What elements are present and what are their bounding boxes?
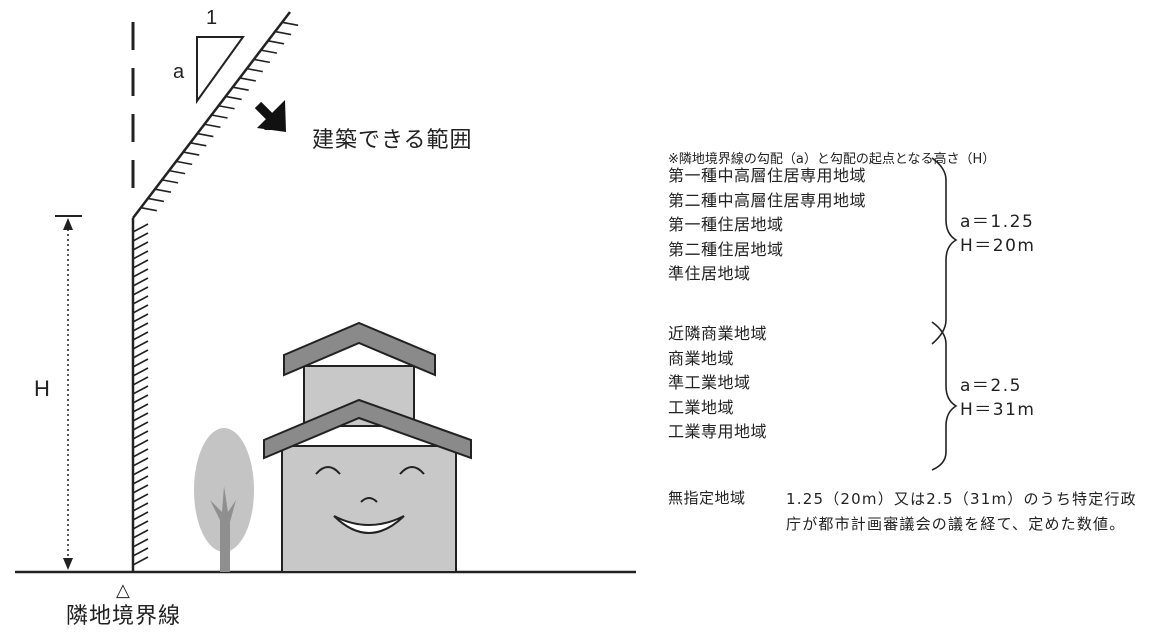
slope-hatch-mark [211, 114, 228, 119]
wall-hatch-mark [132, 277, 149, 287]
slope-hatch-mark [260, 49, 278, 54]
zone-item: 準住居地域 [668, 264, 751, 283]
wall-hatch-mark [132, 556, 149, 566]
arrow-icon [254, 100, 286, 132]
wall-hatch-mark [132, 475, 149, 485]
legend-braces [931, 157, 958, 471]
slope-hatch-mark [161, 179, 179, 184]
zone-item: 第一種中高層住居専用地域 [668, 166, 867, 185]
wall-hatch-mark [132, 322, 149, 332]
wall-hatch-mark [132, 313, 149, 323]
wall-hatch-mark [132, 439, 149, 449]
wall-hatch-mark [132, 259, 149, 269]
wall-hatch-mark [132, 340, 149, 350]
wall-hatch-mark [132, 502, 149, 512]
wall-hatch-mark [132, 223, 149, 233]
slope-hatch-mark [154, 188, 172, 193]
slope-hatch-mark [176, 160, 193, 166]
slope-hatch-mark [246, 67, 263, 73]
slope-hatch-mark [253, 58, 271, 64]
tree-icon [194, 428, 254, 572]
boundary-label: 隣地境界線 [66, 604, 182, 629]
wall-hatch-mark [132, 511, 149, 521]
diagram-figure: 1 a H △ [15, 7, 636, 601]
zone-item: 工業専用地域 [668, 422, 768, 441]
zone-item: 第一種住居地域 [668, 215, 784, 234]
boundary-wall [131, 218, 149, 572]
brace-icon [931, 321, 958, 471]
slope-hatch-mark [218, 104, 235, 110]
brace-icon [931, 157, 958, 345]
wall-hatch-mark [132, 412, 149, 422]
wall-hatch-mark [132, 484, 149, 494]
group2-h-value: H＝31m [960, 400, 1036, 420]
wall-hatch-mark [132, 421, 149, 431]
unspecified-zone-label: 無指定地域 [668, 489, 746, 507]
height-arrow-bottom-icon [63, 558, 73, 570]
wall-hatch-mark [132, 268, 149, 278]
group2-a-value: a＝2.5 [960, 376, 1022, 396]
unspecified-zone-text: 1.25（20m）又は2.5（31m）のうち特定行政庁が都市計画審議会の議を経て… [786, 490, 1137, 533]
wall-hatch-mark [132, 358, 149, 368]
wall-hatch-mark [132, 529, 149, 539]
group1-values: a＝1.25 H＝20m [960, 210, 1035, 258]
zone-item: 工業地域 [668, 397, 735, 417]
slope-hatch-mark [239, 77, 256, 82]
slope-hatch-mark [232, 86, 249, 91]
wall-hatch-mark [132, 367, 149, 377]
height-label: H [34, 376, 50, 401]
slope-run-label: 1 [206, 7, 217, 29]
zone-item: 近隣商業地域 [668, 324, 768, 343]
wall-hatch-mark [132, 403, 149, 413]
wall-hatch-mark [132, 493, 149, 503]
wall-hatch-mark [132, 295, 149, 305]
house-illustration [263, 321, 472, 573]
zone-item: 第二種中高層住居専用地域 [668, 190, 867, 210]
slope-hatch-mark [140, 206, 157, 212]
legend-note: ※隣地境界線の勾配（a）と勾配の起点となる高さ（H） [668, 152, 996, 167]
wall-hatch-mark [132, 241, 149, 251]
wall-hatch-mark [132, 385, 149, 395]
zone-item: 第二種住居地域 [668, 239, 784, 259]
slope-hatch-mark [204, 123, 221, 129]
group1-h-value: H＝20m [960, 236, 1036, 256]
wall-hatch-mark [132, 520, 149, 530]
slope-hatch-mark [267, 40, 285, 45]
group2-values: a＝2.5 H＝31m [960, 374, 1035, 422]
wall-hatch-mark [132, 349, 149, 359]
wall-hatch-mark [132, 466, 149, 476]
wall-hatch-mark [132, 331, 149, 341]
slope-hatch-mark [190, 142, 207, 147]
zone-item: 準工業地域 [668, 373, 751, 392]
wall-hatch-mark [132, 304, 149, 314]
slope-triangle [196, 36, 245, 105]
wall-hatch-mark [132, 547, 149, 557]
boundary-mark-icon: △ [116, 580, 130, 601]
slope-hatch-mark [197, 132, 214, 138]
height-arrow-top-icon [63, 218, 73, 230]
slope-hatch-mark [147, 197, 165, 203]
wall-hatch-mark [132, 430, 149, 440]
wall-hatch-mark [132, 448, 149, 458]
wall-hatch-mark [132, 394, 149, 404]
allowed-range-label: 建築できる範囲 [312, 128, 473, 153]
wall-hatch-mark [132, 376, 149, 386]
slope-hatch-mark [225, 95, 242, 101]
slope-hatch-mark [168, 169, 186, 175]
wall-hatch-mark [132, 232, 149, 242]
wall-hatch-mark [132, 250, 149, 260]
slope-hatch-mark [274, 30, 292, 36]
zone-group-commercial-industrial: 近隣商業地域 商業地域 準工業地域 工業地域 工業専用地域 [668, 322, 767, 445]
slope-hatch-mark [183, 151, 200, 156]
wall-hatch-mark [132, 457, 149, 467]
slope-hatch-mark [282, 21, 299, 27]
wall-hatch-mark [132, 286, 149, 296]
slope-rise-label: a [173, 61, 185, 83]
zone-group-residential: 第一種中高層住居専用地域 第二種中高層住居専用地域 第一種住居地域 第二種住居地… [668, 164, 866, 287]
group1-a-value: a＝1.25 [960, 212, 1035, 232]
slope-line [132, 11, 299, 219]
zone-item: 商業地域 [668, 348, 735, 368]
wall-hatch-mark [132, 538, 149, 548]
